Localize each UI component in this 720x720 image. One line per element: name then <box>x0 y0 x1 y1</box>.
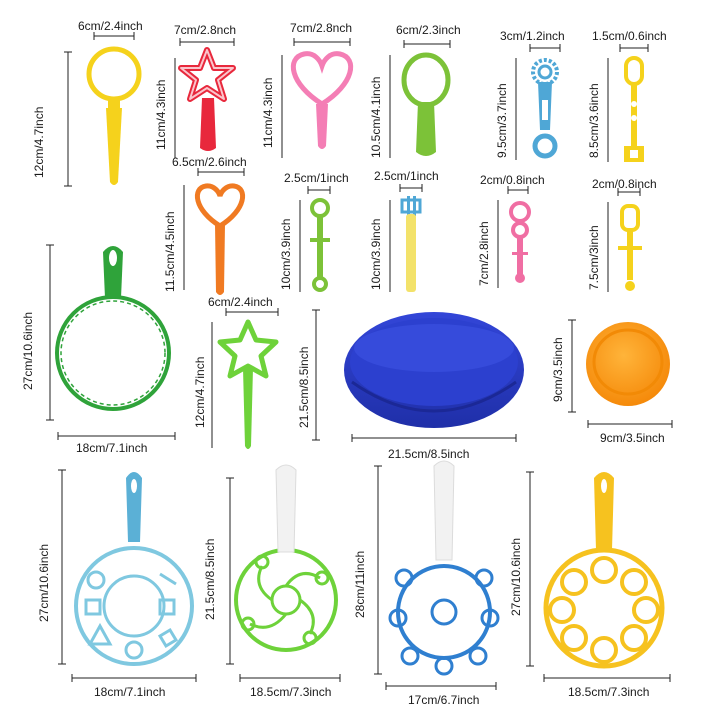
wand-height-label: 10cm/3.9inch <box>369 218 383 290</box>
red-star-wand <box>178 47 236 151</box>
wand-width-label: 6cm/2.3inch <box>396 23 461 37</box>
green-large-ring-wand <box>55 246 171 411</box>
blue-ring-width-label: 18cm/7.1inch <box>94 685 166 699</box>
wand-height-label: 10cm/3.9inch <box>279 218 293 290</box>
dimension-lines <box>46 32 673 690</box>
wand-width-label: 2cm/0.8inch <box>480 173 545 187</box>
blue-gear-wand <box>531 58 559 159</box>
wand-width-label: 6cm/2.4inch <box>78 19 143 33</box>
wand-width-label: 3cm/1.2inch <box>500 29 565 43</box>
blue-yellow-stick-wand <box>400 196 422 292</box>
wand-width-label: 2.5cm/1inch <box>374 169 439 183</box>
wand-height-label: 7cm/2.8inch <box>477 221 491 286</box>
yellow-ring-width-label: 18.5cm/7.3inch <box>568 685 650 699</box>
yellow-ring-height-label: 27cm/10.6inch <box>509 537 523 616</box>
blue-bubble-tray <box>344 312 524 428</box>
tray-height-label: 21.5cm/8.5inch <box>297 346 311 428</box>
large-ring-width-label: 18cm/7.1inch <box>76 441 148 455</box>
wand-height-label: 11cm/4.3inch <box>154 79 168 150</box>
flower-ring-width-label: 17cm/6.7inch <box>408 693 480 707</box>
wand-width-label: 2.5cm/1inch <box>284 171 349 185</box>
green-ring-height-label: 21.5cm/8.5inch <box>203 538 217 620</box>
wand-width-label: 7cm/2.8nch <box>290 21 353 35</box>
wand-height-label: 10.5cm/4.1inch <box>369 76 383 158</box>
wand-width-label: 1.5cm/0.6inch <box>592 29 667 43</box>
wand-width-label: 6.5cm/2.6inch <box>172 155 247 169</box>
star-wand-width-label: 6cm/2.4inch <box>208 295 273 309</box>
wand-height-label: 11.5cm/4.5inch <box>163 211 177 293</box>
wand-width-label: 7cm/2.8nch <box>174 23 237 37</box>
blue-shapes-ring-wand <box>74 472 194 666</box>
dish-width-label: 9cm/3.5inch <box>600 431 665 445</box>
blue-ring-height-label: 27cm/10.6inch <box>37 543 51 622</box>
green-oval-wand <box>401 52 451 156</box>
yellow-small-wand <box>624 56 644 162</box>
pink-heart-wand <box>290 51 354 149</box>
tray-width-label: 21.5cm/8.5inch <box>388 447 470 461</box>
wand-height-label: 9.5cm/3.7inch <box>495 83 509 158</box>
pink-double-ring-wand <box>509 201 531 283</box>
large-ring-height-label: 27cm/10.6inch <box>21 311 35 390</box>
yellow-circles-ring-wand <box>543 472 665 669</box>
wand-height-label: 11cm/4.3inch <box>261 77 275 148</box>
orange-heart-wand <box>195 183 245 295</box>
blue-flower-ring-wand <box>388 460 500 676</box>
wand-height-label: 8.5cm/3.6inch <box>587 83 601 158</box>
yellow-round-wand <box>86 46 142 185</box>
green-swirl-ring-wand <box>234 464 338 652</box>
yellow-rectangle-wand <box>618 204 642 291</box>
star-wand-height-label: 12cm/4.7inch <box>193 356 207 428</box>
wand-width-label: 2cm/0.8inch <box>592 177 657 191</box>
green-star-wand <box>217 319 279 449</box>
dish-height-label: 9cm/3.5inch <box>551 337 565 402</box>
flower-ring-height-label: 28cm/11inch <box>353 550 367 618</box>
wand-height-label: 12cm/4.7inch <box>32 106 46 178</box>
green-small-round-wand <box>310 198 330 292</box>
wand-height-label: 7.5cm/3inch <box>587 225 601 290</box>
orange-bubble-dish <box>586 322 670 406</box>
green-ring-width-label: 18.5cm/7.3inch <box>250 685 332 699</box>
